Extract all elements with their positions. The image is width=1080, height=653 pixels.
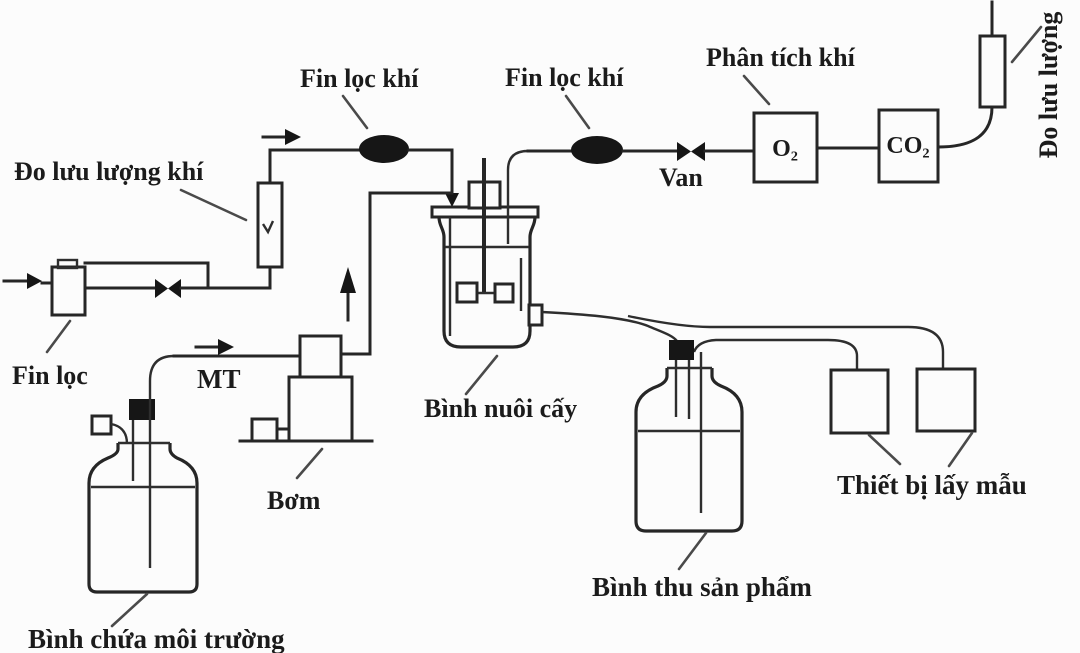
co2-analyzer-shape: CO₂ (877, 108, 940, 184)
vent-filter-shape (90, 414, 113, 436)
o2-analyzer-text: O₂ (772, 136, 798, 162)
inlet-filter-label-text: Fin lọc (12, 361, 88, 390)
pipe-to-out-flowmeter (936, 105, 994, 149)
medium-dip-tube (148, 354, 175, 568)
o2-analyzer-shape: O₂ (752, 111, 819, 184)
vent-tube-curve (110, 422, 129, 445)
pump-shape (238, 334, 374, 443)
medium-bottle-shape (87, 354, 199, 594)
gas-analysis-label: Phân tích khí (706, 43, 856, 106)
medium-abbr-label-text: MT (197, 364, 241, 394)
flow-direction-arrow-icon (261, 129, 301, 145)
gas-flow-meter-left-label-text: Đo lưu lượng khí (14, 157, 204, 186)
into-vessel-arrow-icon (445, 193, 459, 207)
valve-label-text: Van (659, 163, 703, 192)
medium-flow-arrow-icon (194, 339, 234, 355)
inlet-air-filter-shape (40, 258, 87, 317)
sampling-pipe-left (692, 338, 859, 370)
stirrer-shape (455, 158, 515, 304)
gas-flow-meter-out-label: Đo lưu lượng (1010, 12, 1063, 159)
air-filter-1-label-text: Fin lọc khí (300, 64, 419, 93)
pump-label: Bơm (267, 447, 324, 515)
product-bottle-cap (669, 340, 694, 360)
inlet-filter-label: Fin lọc (12, 319, 88, 390)
sampling-device-label-text: Thiết bị lấy mẫu (837, 470, 1027, 500)
exhaust-tube (506, 149, 529, 244)
air-inlet-arrow-icon (2, 273, 42, 289)
air-filter-1-shape (359, 135, 409, 163)
gas-flow-meter-left-shape (256, 181, 284, 269)
sampling-device-left-shape (829, 368, 890, 435)
culture-vessel-label: Bình nuôi cấy (424, 354, 577, 423)
gas-flow-meter-out-shape (978, 0, 1007, 109)
medium-bottle-cap (129, 399, 155, 420)
pump-discharge-pipe (339, 191, 454, 356)
pipe-to-vessel (407, 148, 454, 194)
product-bottle-shape (634, 340, 744, 533)
inlet-valve-icon (155, 279, 181, 298)
gas-analysis-label-text: Phân tích khí (706, 43, 856, 72)
inlet-bypass-pipe (83, 261, 210, 290)
harvest-pipe (541, 310, 678, 342)
culture-vessel-label-text: Bình nuôi cấy (424, 394, 577, 423)
gas-flow-meter-left-label: Đo lưu lượng khí (14, 157, 248, 222)
sampling-pipe-right (627, 314, 945, 369)
exhaust-valve-icon (677, 142, 705, 161)
sampling-device-label: Thiết bị lấy mẫu (837, 431, 1027, 500)
medium-bottle-label-text: Bình chứa môi trường (28, 624, 285, 653)
air-filter-1-label: Fin lọc khí (300, 64, 419, 130)
sampling-device-right-shape (915, 367, 977, 433)
air-filter-2-shape (571, 136, 623, 164)
co2-analyzer-text: CO₂ (886, 133, 929, 159)
culture-vessel-shape (430, 149, 544, 349)
product-bottle-label: Bình thu sản phẩm (592, 531, 812, 602)
medium-bottle-label: Bình chứa môi trường (28, 592, 285, 653)
product-bottle-label-text: Bình thu sản phẩm (592, 572, 812, 602)
harvest-port (527, 303, 544, 327)
pipe-to-air-filter-1 (268, 148, 361, 185)
gas-flow-meter-out-label-text: Đo lưu lượng (1034, 12, 1063, 159)
up-flow-arrow-icon (340, 267, 356, 322)
air-filter-2-label: Fin lọc khí (505, 63, 624, 130)
air-filter-2-label-text: Fin lọc khí (505, 63, 624, 92)
pump-label-text: Bơm (267, 486, 321, 515)
